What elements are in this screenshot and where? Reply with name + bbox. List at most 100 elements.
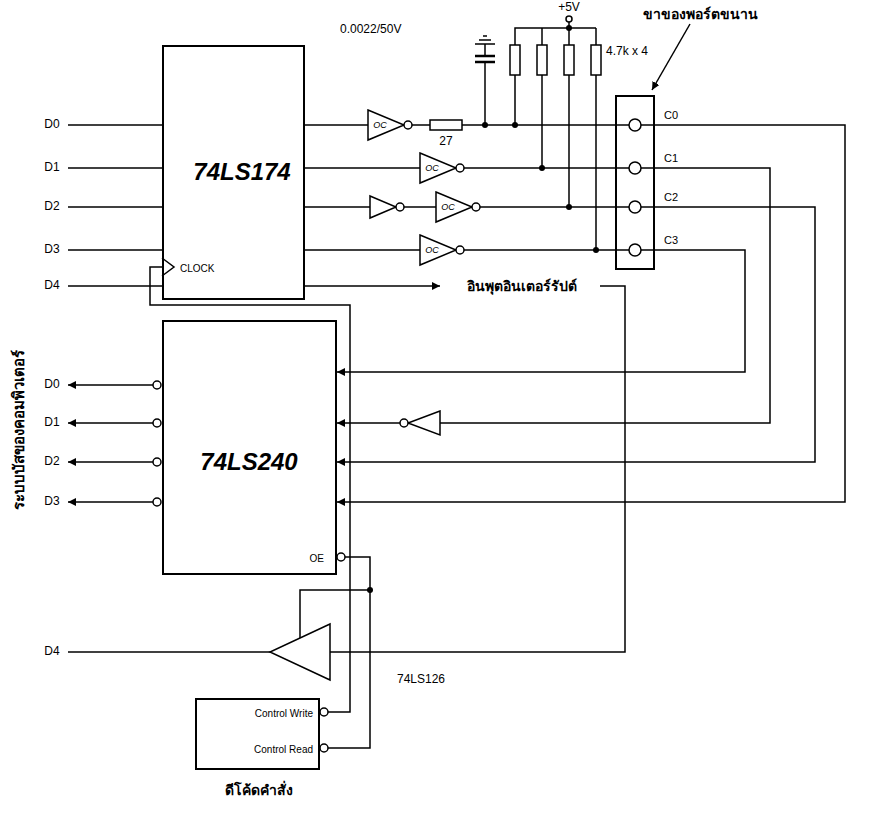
signal-name: D1 xyxy=(44,161,59,175)
ground-symbol xyxy=(475,43,495,45)
ic-chip: 74LS174CLOCK xyxy=(162,45,305,300)
resistor-value: 27 xyxy=(437,135,454,149)
inversion-bubble xyxy=(404,121,412,129)
inversion-bubble xyxy=(456,164,464,172)
port-pin xyxy=(629,244,641,256)
capacitor-value: 0.0022/50V xyxy=(338,23,403,37)
oc-inverter xyxy=(420,153,456,183)
capacitor-wire xyxy=(484,44,486,56)
inverter-symbol xyxy=(370,196,396,218)
resistor-value: 4.7k x 4 xyxy=(604,45,650,59)
signal-name: D4 xyxy=(44,645,59,659)
ground-symbol xyxy=(479,39,491,41)
signal-name: D2 xyxy=(44,455,59,469)
pin-wire xyxy=(615,167,629,169)
leader-line xyxy=(652,24,690,90)
capacitor-wire xyxy=(484,62,486,125)
gate-label: OC xyxy=(441,202,455,212)
inversion-bubble xyxy=(456,246,464,254)
port-pin xyxy=(629,119,641,131)
pin-name: OE xyxy=(310,553,324,565)
supply-label: +5V xyxy=(556,1,582,15)
pin-wire xyxy=(615,249,629,251)
bus-wire xyxy=(68,167,162,169)
pin-wire xyxy=(641,167,655,169)
bus-wire xyxy=(68,206,162,208)
capacitor-plate xyxy=(475,61,495,64)
supply-terminal xyxy=(566,16,572,22)
ic-chip: 74LS240OE xyxy=(162,320,337,575)
oc-inverter xyxy=(368,110,404,140)
pin-wire xyxy=(641,124,655,126)
resistor-symbol xyxy=(591,45,601,75)
part-number: 74LS126 xyxy=(395,673,447,687)
pin-name: C3 xyxy=(663,234,679,247)
inversion-bubble xyxy=(396,203,404,211)
inversion-bubble xyxy=(153,498,161,506)
pin-name: C2 xyxy=(663,191,679,204)
bus-wire xyxy=(68,501,153,503)
bus-wire xyxy=(68,461,153,463)
interrupt-wire xyxy=(330,286,625,652)
bus-wire xyxy=(68,651,270,653)
decoder-box: Control WriteControl Readดีโค้ดคำสั่ง xyxy=(195,698,320,770)
inversion-bubble xyxy=(337,553,345,561)
bus-wire xyxy=(68,285,162,287)
resistor-symbol xyxy=(537,45,547,75)
resistor-symbol xyxy=(564,45,574,75)
signal-name: D0 xyxy=(44,118,59,132)
ground-symbol xyxy=(483,35,487,37)
inversion-bubble xyxy=(320,708,328,716)
inversion-bubble xyxy=(320,744,328,752)
chip-name: 74LS240 xyxy=(200,448,297,476)
bus-wire xyxy=(68,422,153,424)
pin-wire xyxy=(615,206,629,208)
signal-name: D2 xyxy=(44,200,59,214)
enable-wire xyxy=(300,590,370,638)
signal-name: D3 xyxy=(44,495,59,509)
pin-wire xyxy=(615,124,629,126)
interrupt-wire xyxy=(305,285,440,287)
box-caption: ดีโค้ดคำสั่ง xyxy=(225,782,293,798)
resistor-symbol xyxy=(430,120,462,130)
signal-name: D0 xyxy=(44,378,59,392)
signal-name: D4 xyxy=(44,279,59,293)
signal-wire xyxy=(337,207,815,462)
signal-wire xyxy=(337,250,745,372)
gate-label: OC xyxy=(425,163,439,173)
pin-name: Control Write xyxy=(255,708,313,720)
port-pin xyxy=(629,201,641,213)
pin-name: C0 xyxy=(663,109,679,122)
pin-wire xyxy=(641,206,655,208)
chip-name: 74LS174 xyxy=(193,158,290,186)
inversion-bubble xyxy=(153,419,161,427)
junction-dot xyxy=(566,25,572,31)
inverter-symbol xyxy=(408,411,440,435)
inversion-bubble xyxy=(472,203,480,211)
inversion-bubble xyxy=(153,458,161,466)
port-pin xyxy=(629,162,641,174)
oc-inverter xyxy=(420,235,456,265)
port-title: ขาของพอร์ตขนาน xyxy=(641,6,760,22)
bus-wire xyxy=(68,124,162,126)
oc-inverter xyxy=(436,192,472,222)
gate-label: OC xyxy=(425,245,439,255)
signal-name: อินพุตอินเตอร์รัปต์ xyxy=(465,278,579,294)
inversion-bubble xyxy=(400,419,408,427)
signal-wire xyxy=(337,125,845,502)
bus-wire xyxy=(68,249,162,251)
port-connector: C0C1C2C3 xyxy=(615,95,655,270)
pin-name: C1 xyxy=(663,152,679,165)
signal-wire xyxy=(150,267,350,712)
inversion-bubble xyxy=(153,381,161,389)
bus-wire xyxy=(68,384,153,386)
supply-rail xyxy=(515,28,596,125)
bus-title: ระบบบัสของคอมพิวเตอร์ xyxy=(11,350,28,510)
capacitor-plate xyxy=(475,55,495,58)
signal-name: D1 xyxy=(44,416,59,430)
resistor-symbol xyxy=(510,45,520,75)
buffer-symbol xyxy=(270,624,330,680)
pin-name: CLOCK xyxy=(180,263,214,275)
pin-name: Control Read xyxy=(254,744,313,756)
